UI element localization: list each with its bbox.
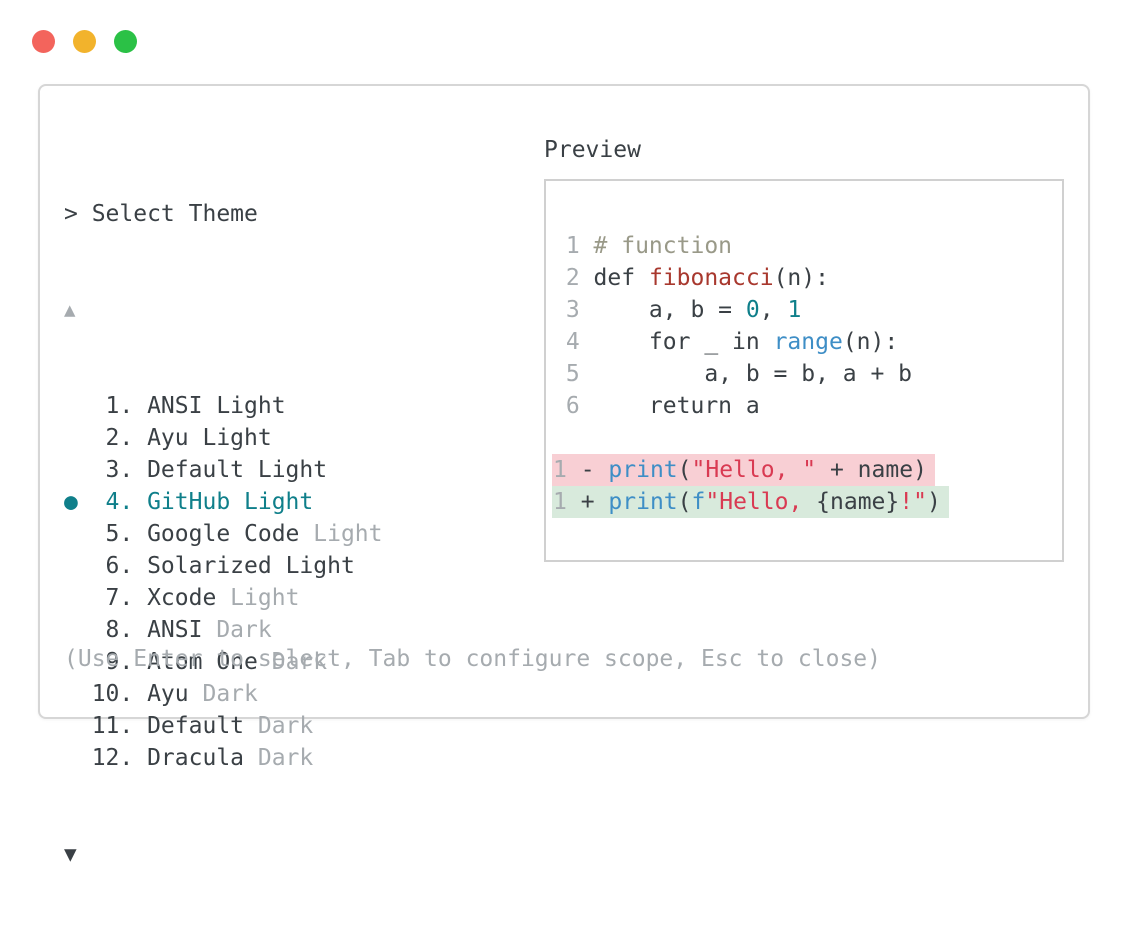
- diff-line-added: 1 + print(f"Hello, {name}!"): [552, 486, 949, 518]
- code-token: !": [899, 489, 927, 515]
- code-token: 1: [787, 297, 802, 323]
- theme-item-label: 2. Ayu: [64, 425, 189, 451]
- scroll-up-icon[interactable]: ▲: [64, 299, 76, 321]
- diff-highlight: 1 - print("Hello, " + name): [552, 454, 935, 486]
- theme-item-label: 7. Xcode: [64, 585, 217, 611]
- theme-item-ayu-light[interactable]: 2. Ayu Light: [64, 422, 383, 454]
- theme-item-suffix: Dark: [244, 713, 314, 739]
- line-number: 6: [552, 393, 594, 419]
- code-line: 1 # function: [552, 230, 949, 262]
- code-token: "Hello,: [705, 489, 817, 515]
- theme-item-label: 11. Default: [64, 713, 245, 739]
- code-token: range: [773, 329, 843, 355]
- theme-item-label: ● 4. GitHub: [64, 489, 231, 515]
- theme-item-label: 3. Default: [64, 457, 245, 483]
- code-line: 4 for _ in range(n):: [552, 326, 949, 358]
- theme-item-ayu-dark[interactable]: 10. Ayu Dark: [64, 678, 383, 710]
- line-number: 5: [552, 361, 594, 387]
- theme-item-label: 5. Google Code: [64, 521, 300, 547]
- keyboard-hints: (Use Enter to select, Tab to configure s…: [64, 646, 881, 672]
- theme-item-suffix: Dark: [244, 745, 314, 771]
- line-number: 3: [552, 297, 594, 323]
- code-token: (n):: [842, 329, 899, 355]
- code-token: # function: [593, 233, 733, 259]
- theme-list: 1. ANSI Light 2. Ayu Light 3. Default Li…: [64, 390, 383, 774]
- scroll-down-icon[interactable]: ▼: [64, 842, 77, 866]
- theme-item-label: 1. ANSI: [64, 393, 203, 419]
- code-token: return a: [593, 393, 760, 419]
- line-number: 2: [552, 265, 594, 291]
- line-number: 1: [553, 489, 581, 515]
- preview-pane: 1 # function 2 def fibonacci(n): 3 a, b …: [544, 179, 1064, 562]
- code-token: f: [691, 489, 706, 515]
- theme-picker-window: > Select Theme ▲ 1. ANSI Light 2. Ayu Li…: [38, 84, 1090, 866]
- code-token: (n):: [773, 265, 829, 291]
- code-token: (: [677, 457, 692, 483]
- code-token: "Hello, ": [691, 457, 817, 483]
- theme-item-default-dark[interactable]: 11. Default Dark: [64, 710, 383, 742]
- theme-picker-panel: > Select Theme ▲ 1. ANSI Light 2. Ayu Li…: [64, 134, 383, 934]
- code-token: fibonacci: [648, 265, 774, 291]
- theme-item-suffix: Light: [230, 489, 314, 515]
- code-token: 0: [745, 297, 760, 323]
- theme-item-github-light[interactable]: ● 4. GitHub Light: [64, 486, 383, 518]
- theme-item-suffix: Light: [299, 521, 383, 547]
- theme-item-label: 10. Ayu: [64, 681, 189, 707]
- code-token: +: [580, 489, 609, 515]
- code-preview: 1 # function 2 def fibonacci(n): 3 a, b …: [552, 230, 949, 518]
- theme-item-suffix: Light: [244, 457, 328, 483]
- code-line: 6 return a: [552, 390, 949, 422]
- code-line: 5 a, b = b, a + b: [552, 358, 949, 390]
- diff-line-removed: 1 - print("Hello, " + name): [552, 454, 949, 486]
- code-token: for _ in: [593, 329, 774, 355]
- code-token: (: [677, 489, 692, 515]
- preview-title: Preview: [544, 137, 641, 163]
- code-token: ,: [759, 297, 788, 323]
- theme-item-label: 12. Dracula: [64, 745, 245, 771]
- theme-item-label: 9. Atom One: [64, 649, 258, 675]
- code-token: ): [926, 489, 941, 515]
- zoom-button-icon[interactable]: [114, 30, 137, 53]
- theme-item-suffix: Dark: [188, 681, 258, 707]
- code-token: def: [593, 265, 649, 291]
- theme-item-suffix: Dark: [257, 649, 328, 675]
- line-number: 1: [553, 457, 581, 483]
- code-token: -: [580, 457, 609, 483]
- picker-prompt: > Select Theme: [64, 201, 258, 227]
- line-number: 4: [552, 329, 594, 355]
- code-token: {name}: [816, 489, 900, 515]
- theme-item-suffix: Light: [271, 553, 355, 579]
- window-controls: [32, 30, 137, 53]
- theme-item-ansi-light[interactable]: 1. ANSI Light: [64, 390, 383, 422]
- theme-item-suffix: Light: [216, 585, 300, 611]
- theme-item-xcode-light[interactable]: 7. Xcode Light: [64, 582, 383, 614]
- theme-item-google-code-light[interactable]: 5. Google Code Light: [64, 518, 383, 550]
- code-token: print: [608, 457, 678, 483]
- theme-item-label: 6. Solarized: [64, 553, 272, 579]
- code-token: print: [608, 489, 678, 515]
- theme-item-dracula-dark[interactable]: 12. Dracula Dark: [64, 742, 383, 774]
- code-line: 2 def fibonacci(n):: [552, 262, 949, 294]
- theme-item-default-light[interactable]: 3. Default Light: [64, 454, 383, 486]
- theme-item-atom-one-dark[interactable]: 9. Atom One Dark: [64, 646, 383, 678]
- code-token: + name): [816, 457, 927, 483]
- theme-item-suffix: Light: [202, 393, 286, 419]
- theme-item-label: 8. ANSI: [64, 617, 203, 643]
- theme-item-suffix: Dark: [202, 617, 272, 643]
- code-line: 3 a, b = 0, 1: [552, 294, 949, 326]
- theme-item-ansi-dark[interactable]: 8. ANSI Dark: [64, 614, 383, 646]
- theme-item-solarized-light[interactable]: 6. Solarized Light: [64, 550, 383, 582]
- theme-item-suffix: Light: [188, 425, 272, 451]
- code-blank-line: [552, 422, 949, 454]
- code-token: a, b = b, a + b: [593, 361, 913, 387]
- line-number: 1: [552, 233, 594, 259]
- diff-highlight: 1 + print(f"Hello, {name}!"): [552, 486, 949, 518]
- code-token: a, b =: [593, 297, 746, 323]
- minimize-button-icon[interactable]: [73, 30, 96, 53]
- close-button-icon[interactable]: [32, 30, 55, 53]
